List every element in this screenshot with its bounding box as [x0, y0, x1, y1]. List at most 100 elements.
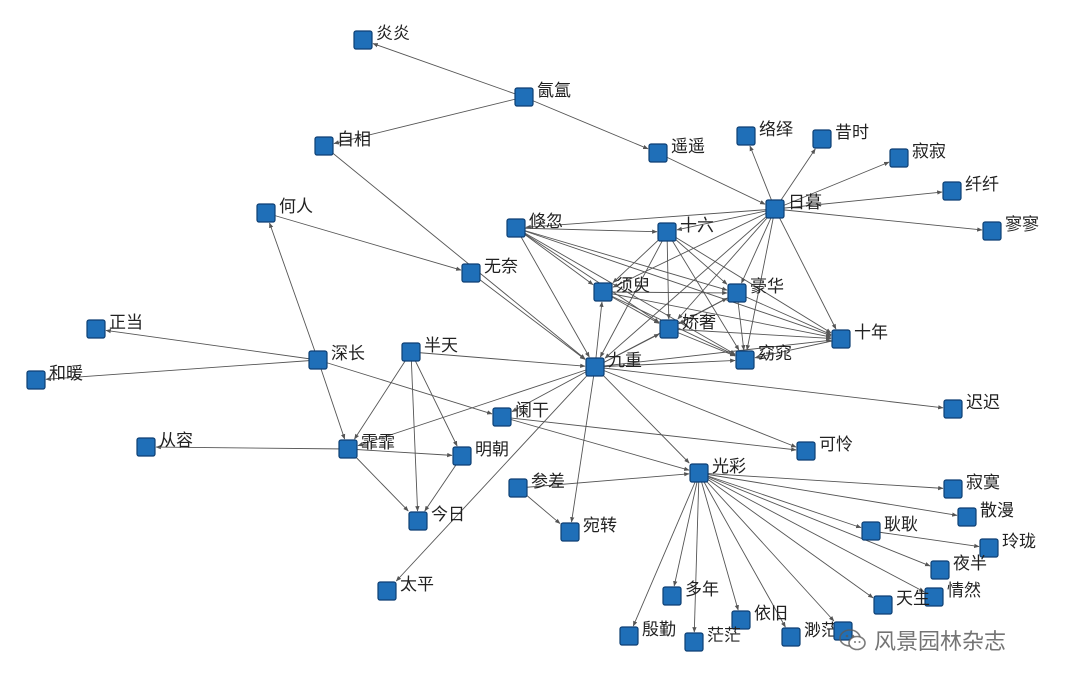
edge-jiuchong-chichi [594, 366, 944, 410]
node-wunai: 无奈 [461, 257, 518, 283]
node-label-feifei: 霏霏 [361, 433, 395, 453]
node-label-jimo: 寂寞 [966, 473, 1000, 493]
edge-bantian-jinri [410, 351, 420, 512]
node-yaoyao: 遥遥 [648, 137, 705, 163]
node-label-sanman: 散漫 [980, 501, 1014, 521]
node-label-zhengdang: 正当 [109, 313, 143, 333]
node-yaotiao: 窈窕 [735, 344, 792, 370]
node-label-heren: 何人 [279, 197, 313, 217]
node-shinian: 十年 [831, 323, 888, 349]
node-mingzhao: 明朝 [452, 440, 509, 466]
node-box-xishi [812, 129, 832, 149]
edge-shenchang-henuan [45, 359, 319, 382]
node-yinyun: 氤氲 [514, 81, 571, 107]
node-box-kelian [796, 441, 816, 461]
edge-jiuchong-kelian [594, 366, 797, 448]
node-box-rimu [765, 199, 785, 219]
node-qingran: 情然 [924, 581, 981, 607]
node-label-chichi: 迟迟 [966, 393, 1000, 413]
node-label-yinyun: 氤氲 [537, 81, 571, 101]
edge-shuhu-xuyu [515, 227, 594, 286]
edge-guangcai-mangmang [692, 472, 700, 633]
node-box-henuan [26, 370, 46, 390]
node-box-tiansheng [873, 595, 893, 615]
node-label-qingran: 情然 [947, 581, 981, 601]
node-label-jiji: 寂寂 [912, 142, 946, 162]
node-tiansheng: 天生 [873, 589, 930, 615]
edge-langan-kelian [501, 416, 797, 452]
node-box-jimo [943, 479, 963, 499]
edge-yaoyao-rimu [657, 152, 766, 205]
edge-rimu-jiaoshe [677, 208, 776, 320]
node-box-jinri [408, 511, 428, 531]
node-congrong: 从容 [136, 431, 193, 457]
node-label-shenchang: 深长 [331, 344, 365, 364]
node-box-yinqin [619, 626, 639, 646]
node-guangcai: 光彩 [689, 457, 746, 483]
edge-feifei-jinri [347, 448, 409, 512]
node-box-gengeng [861, 521, 881, 541]
node-miaomang: 渺茫 [781, 621, 838, 647]
edge-rimu-yaotiao [745, 208, 776, 351]
node-rimu: 日暮 [765, 193, 822, 219]
node-label-shuhu: 倏忽 [529, 212, 563, 232]
edge-zixiang-jiuchong [323, 145, 586, 360]
edge-shiliu-jiaoshe [666, 231, 671, 320]
edge-bantian-mingzhao [410, 351, 458, 447]
node-box-shenchang [308, 350, 328, 370]
edge-xuyu-haohua [602, 290, 728, 296]
node-label-yijiu: 依旧 [754, 604, 788, 624]
edge-guangcai-yeban [698, 472, 931, 567]
node-label-tiansheng: 天生 [896, 589, 930, 609]
node-label-shinian: 十年 [854, 323, 888, 343]
node-henuan: 和暖 [26, 364, 83, 390]
node-box-yinyun [514, 87, 534, 107]
node-box-yanyan [353, 30, 373, 50]
edge-rimu-shiliu [676, 208, 776, 231]
node-box-yijiu [731, 610, 751, 630]
node-box-qingran [924, 587, 944, 607]
edge-shuhu-shinian [515, 227, 832, 337]
node-wanzhuan: 宛转 [560, 516, 617, 542]
node-liaoliao: 寥寥 [982, 214, 1039, 241]
edge-guangcai-tiansheng [698, 472, 874, 599]
edge-shiliu-yaotiao [666, 231, 740, 351]
node-box-mangmang [684, 632, 704, 652]
node-box-chichi [943, 399, 963, 419]
edge-rimu-liaoliao [774, 208, 983, 232]
node-label-yeban: 夜半 [953, 554, 987, 574]
node-box-liaoliao [982, 221, 1002, 241]
node-label-miaomang: 渺茫 [804, 621, 838, 641]
edge-guangcai-gengeng [698, 472, 862, 529]
edge-rimu-xianxian [774, 190, 943, 210]
node-label-mangmang: 茫茫 [707, 626, 741, 646]
node-bantian: 半天 [401, 336, 458, 362]
edge-langan-guangcai [501, 416, 690, 471]
node-label-linglong: 玲珑 [1002, 532, 1036, 552]
node-label-bantian: 半天 [424, 336, 458, 356]
edge-bantian-feifei [354, 351, 412, 440]
node-box-xianxian [942, 181, 962, 201]
edge-yinyun-yanyan [372, 43, 525, 98]
edge-shuhu-shiliu [515, 227, 658, 234]
node-yanyan: 炎炎 [353, 24, 410, 50]
wechat-icon [839, 629, 866, 651]
node-sanman: 散漫 [957, 501, 1014, 527]
edge-rimu-luoyi [749, 145, 776, 210]
edge-jiuchong-shinian [594, 338, 832, 368]
edge-shenchang-feifei [317, 359, 346, 440]
edge-jiuchong-langan [511, 366, 596, 413]
node-feifei: 霏霏 [338, 433, 395, 459]
edge-rimu-jiuchong [604, 208, 776, 359]
node-yinqin: 殷勤 [619, 620, 676, 646]
node-box-shuhu [506, 218, 526, 238]
node-haohua: 豪华 [727, 276, 784, 303]
node-label-yinqin: 殷勤 [642, 620, 676, 640]
node-label-liaoliao: 寥寥 [1005, 214, 1039, 235]
edge-jiaoshe-shinian [668, 328, 832, 341]
node-label-xuyu: 须臾 [616, 276, 650, 296]
node-shenchang: 深长 [308, 344, 365, 370]
node-box-zhengdang [86, 319, 106, 339]
watermark-text: 风景园林杂志 [874, 630, 1007, 655]
node-jimo: 寂寞 [943, 473, 1000, 499]
